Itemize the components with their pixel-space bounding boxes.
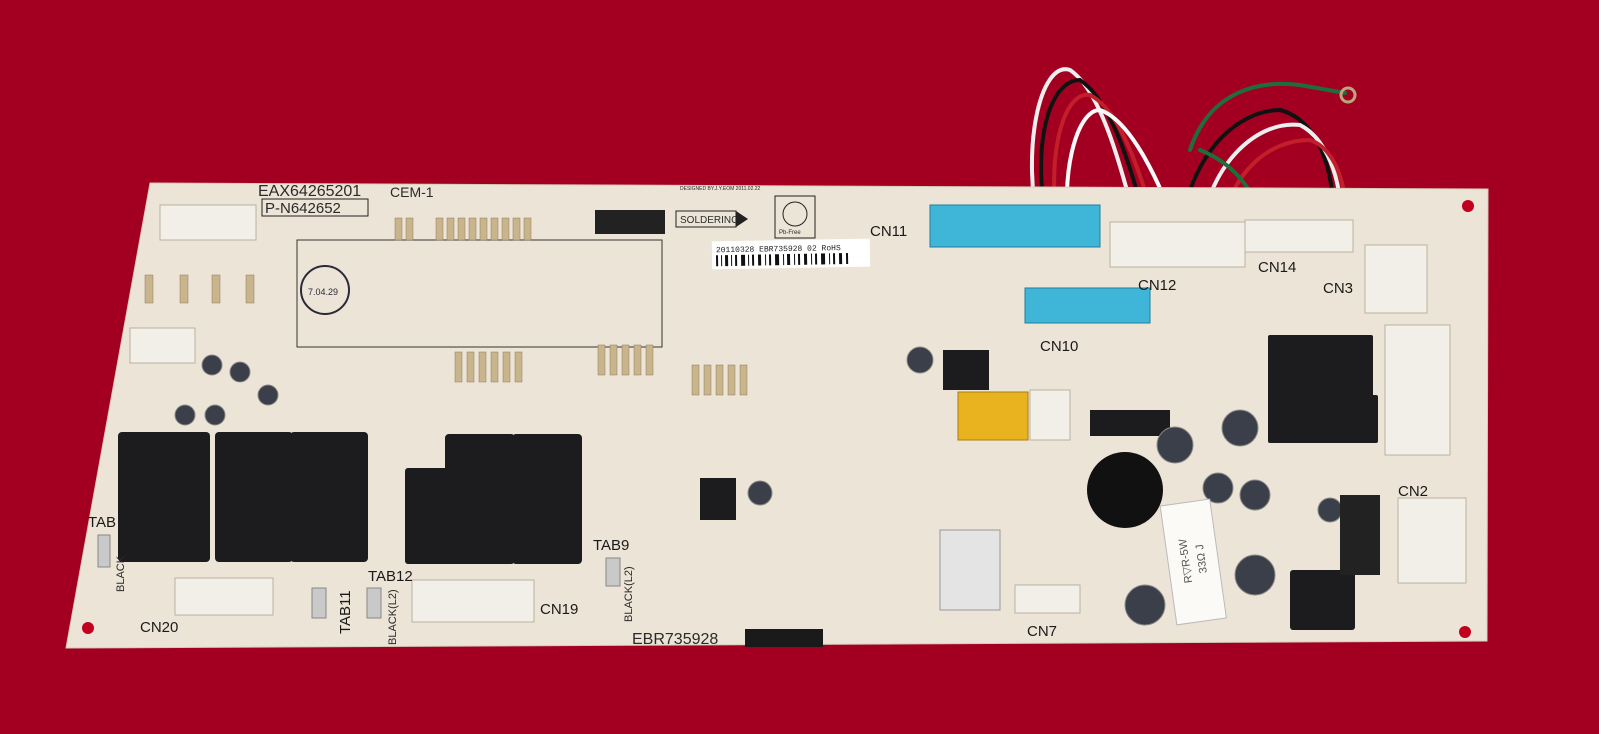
ground-ring-terminal <box>1339 86 1357 104</box>
barcode-sticker: 20110328 EBR735928 02 RoHS <box>711 238 871 270</box>
label-cn3: CN3 <box>1323 280 1353 297</box>
pb-free-label: Pb-Free <box>779 230 801 236</box>
label-cn11: CN11 <box>870 223 907 240</box>
connector-cn20 <box>174 577 274 616</box>
capacitors <box>174 346 1343 626</box>
label-cn14: CN14 <box>1258 259 1296 276</box>
label-black-l2b: BLACK(L2) <box>387 589 399 645</box>
connector-cn2 <box>1397 497 1467 584</box>
connector-top-left <box>159 204 257 241</box>
connector-cn12 <box>1109 221 1246 268</box>
label-tab11: TAB11 <box>337 590 354 634</box>
connector-side <box>1384 324 1451 456</box>
connector-cn10-blue <box>1024 287 1151 324</box>
power-resistor <box>1159 498 1227 626</box>
label-cn19: CN19 <box>540 601 578 618</box>
connector-cn7 <box>1014 584 1081 614</box>
connector-cn19 <box>411 579 535 623</box>
connector-cn3 <box>1364 244 1428 314</box>
svg-text:7.04.29: 7.04.29 <box>308 287 338 297</box>
label-black: BLACK <box>115 555 127 592</box>
relays <box>118 335 1378 630</box>
label-cn2: CN2 <box>1398 483 1428 500</box>
inspection-stamp: 7.04.29 <box>300 265 350 315</box>
barcode-text: 20110328 EBR735928 02 RoHS <box>716 244 841 255</box>
label-cn20: CN20 <box>140 619 178 636</box>
material-label: CEM-1 <box>390 184 434 200</box>
label-tab9: TAB9 <box>593 537 629 554</box>
label-cn7: CN7 <box>1027 623 1057 640</box>
tab-terminals <box>97 534 621 619</box>
designer-label: DESIGNED BY.J.Y.EOM 2011.02.22 <box>680 186 761 192</box>
label-tab12: TAB12 <box>368 568 413 585</box>
diode-array <box>1340 495 1380 575</box>
silk-labels: CN11 CN12 CN14 CN3 CN10 CN2 CN7 CN19 CN2… <box>88 223 1428 648</box>
label-tab: TAB <box>88 514 116 531</box>
label-black-l2: BLACK(L2) <box>623 566 635 622</box>
resistors <box>144 217 748 396</box>
display-outline <box>296 239 663 348</box>
label-cn12: CN12 <box>1138 277 1176 294</box>
white-connectors <box>129 204 1467 623</box>
connector-cn14 <box>1244 219 1354 253</box>
resistor-value: 33Ω J <box>1194 544 1210 574</box>
connector-left <box>129 327 196 364</box>
soldering-label: SOLDERING <box>680 215 739 226</box>
connector-yellow <box>957 391 1029 441</box>
ebr-number: EBR735928 <box>632 631 718 648</box>
pn-label: P-N642652 <box>265 200 341 217</box>
pb-free-icon <box>782 201 808 227</box>
arrow-icon <box>736 211 748 227</box>
connector-cn11-blue <box>929 204 1101 248</box>
connector-small <box>1029 389 1071 441</box>
qr-pad <box>595 210 665 234</box>
buzzer <box>1087 452 1163 528</box>
part-number: EAX64265201 <box>258 183 361 200</box>
redaction-bar <box>745 629 823 647</box>
heatsink <box>939 529 1001 611</box>
label-cn10: CN10 <box>1040 338 1078 355</box>
